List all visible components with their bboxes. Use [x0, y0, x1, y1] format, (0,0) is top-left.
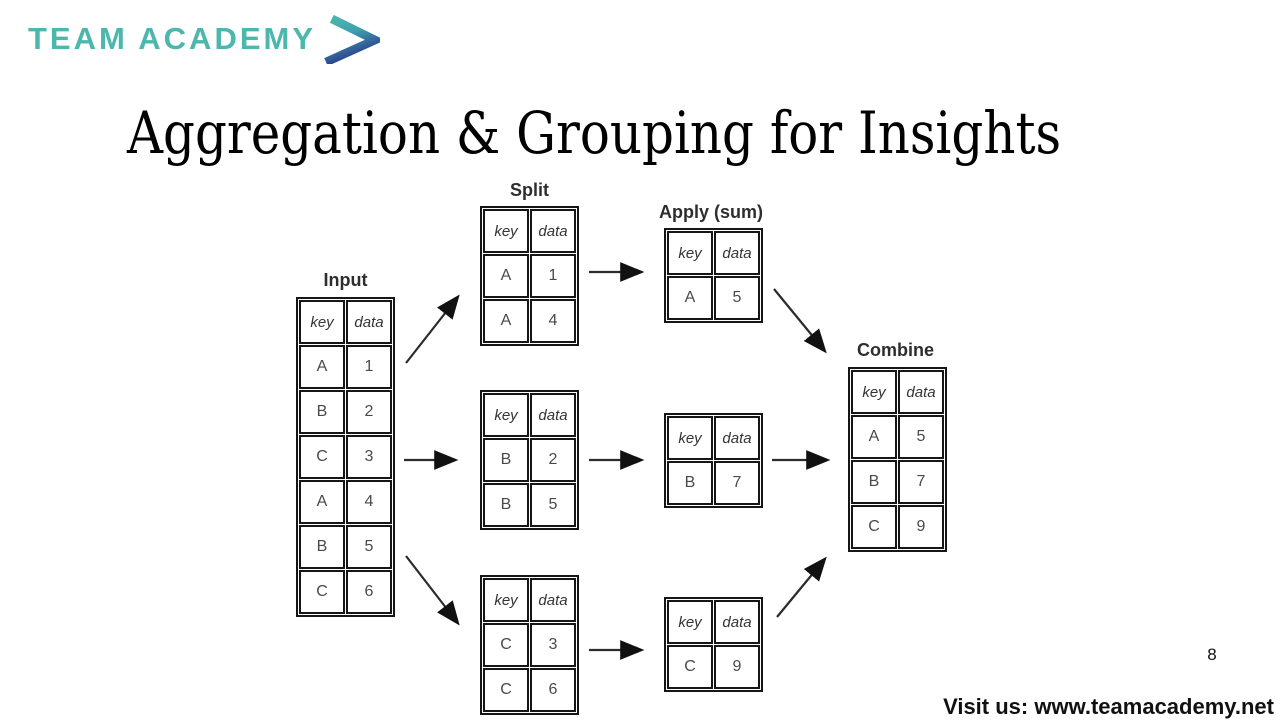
table-cell: 1	[530, 254, 576, 298]
arrow-input-to-split-c	[405, 555, 460, 626]
table-cell: C	[851, 505, 897, 549]
table-cell: 1	[346, 345, 392, 389]
header-cell: key	[299, 300, 345, 344]
table-cell: A	[851, 415, 897, 459]
header-cell: data	[714, 231, 760, 275]
table-cell: 5	[346, 525, 392, 569]
page-number: 8	[1207, 645, 1217, 664]
table-cell: 5	[530, 483, 576, 527]
table-cell: 5	[898, 415, 944, 459]
table-cell: A	[299, 345, 345, 389]
chevron-arrow-icon	[324, 14, 381, 64]
footer-url: Visit us: www.teamacademy.net	[943, 694, 1274, 719]
table-cell: A	[483, 299, 529, 343]
header-cell: key	[667, 600, 713, 644]
table-cell: 2	[530, 438, 576, 482]
table-cell: C	[299, 435, 345, 479]
table-cell: 2	[346, 390, 392, 434]
header-cell: data	[346, 300, 392, 344]
arrow-apply-a-to-combine	[773, 288, 827, 354]
table-cell: 6	[346, 570, 392, 614]
header-cell: key	[667, 416, 713, 460]
table-cell: 3	[530, 623, 576, 667]
table-cell: 9	[714, 645, 760, 689]
table-cell: 4	[530, 299, 576, 343]
logo-text: TEAM ACADEMY	[28, 21, 317, 56]
header-cell: key	[483, 209, 529, 253]
table-cell: B	[483, 483, 529, 527]
table-cell: 9	[898, 505, 944, 549]
table-cell: B	[299, 525, 345, 569]
table-cell: C	[483, 668, 529, 712]
table-cell: 4	[346, 480, 392, 524]
logo: TEAM ACADEMY	[28, 14, 381, 64]
table-cell: A	[299, 480, 345, 524]
table-cell: C	[483, 623, 529, 667]
header-cell: data	[530, 393, 576, 437]
header-cell: data	[898, 370, 944, 414]
label-input: Input	[323, 270, 368, 290]
header-cell: key	[483, 393, 529, 437]
header-cell: key	[667, 231, 713, 275]
header-cell: data	[530, 209, 576, 253]
table-cell: 7	[898, 460, 944, 504]
table-cell: B	[299, 390, 345, 434]
table-cell: C	[667, 645, 713, 689]
header-cell: data	[530, 578, 576, 622]
table-cell: B	[667, 461, 713, 505]
table-cell: A	[667, 276, 713, 320]
page-title: Aggregation & Grouping for Insights	[127, 99, 1062, 167]
table-cell: 3	[346, 435, 392, 479]
table-cell: 7	[714, 461, 760, 505]
table-cell: B	[483, 438, 529, 482]
label-combine: Combine	[856, 340, 934, 360]
label-apply: Apply (sum)	[658, 202, 763, 222]
arrow-input-to-split-a	[405, 294, 460, 364]
header-cell: key	[851, 370, 897, 414]
table-cell: C	[299, 570, 345, 614]
header-cell: data	[714, 600, 760, 644]
table-cell: A	[483, 254, 529, 298]
table-cell: 5	[714, 276, 760, 320]
header-cell: data	[714, 416, 760, 460]
table-cell: B	[851, 460, 897, 504]
arrow-apply-c-to-combine	[776, 556, 827, 618]
table-cell: 6	[530, 668, 576, 712]
label-split: Split	[510, 180, 549, 200]
header-cell: key	[483, 578, 529, 622]
